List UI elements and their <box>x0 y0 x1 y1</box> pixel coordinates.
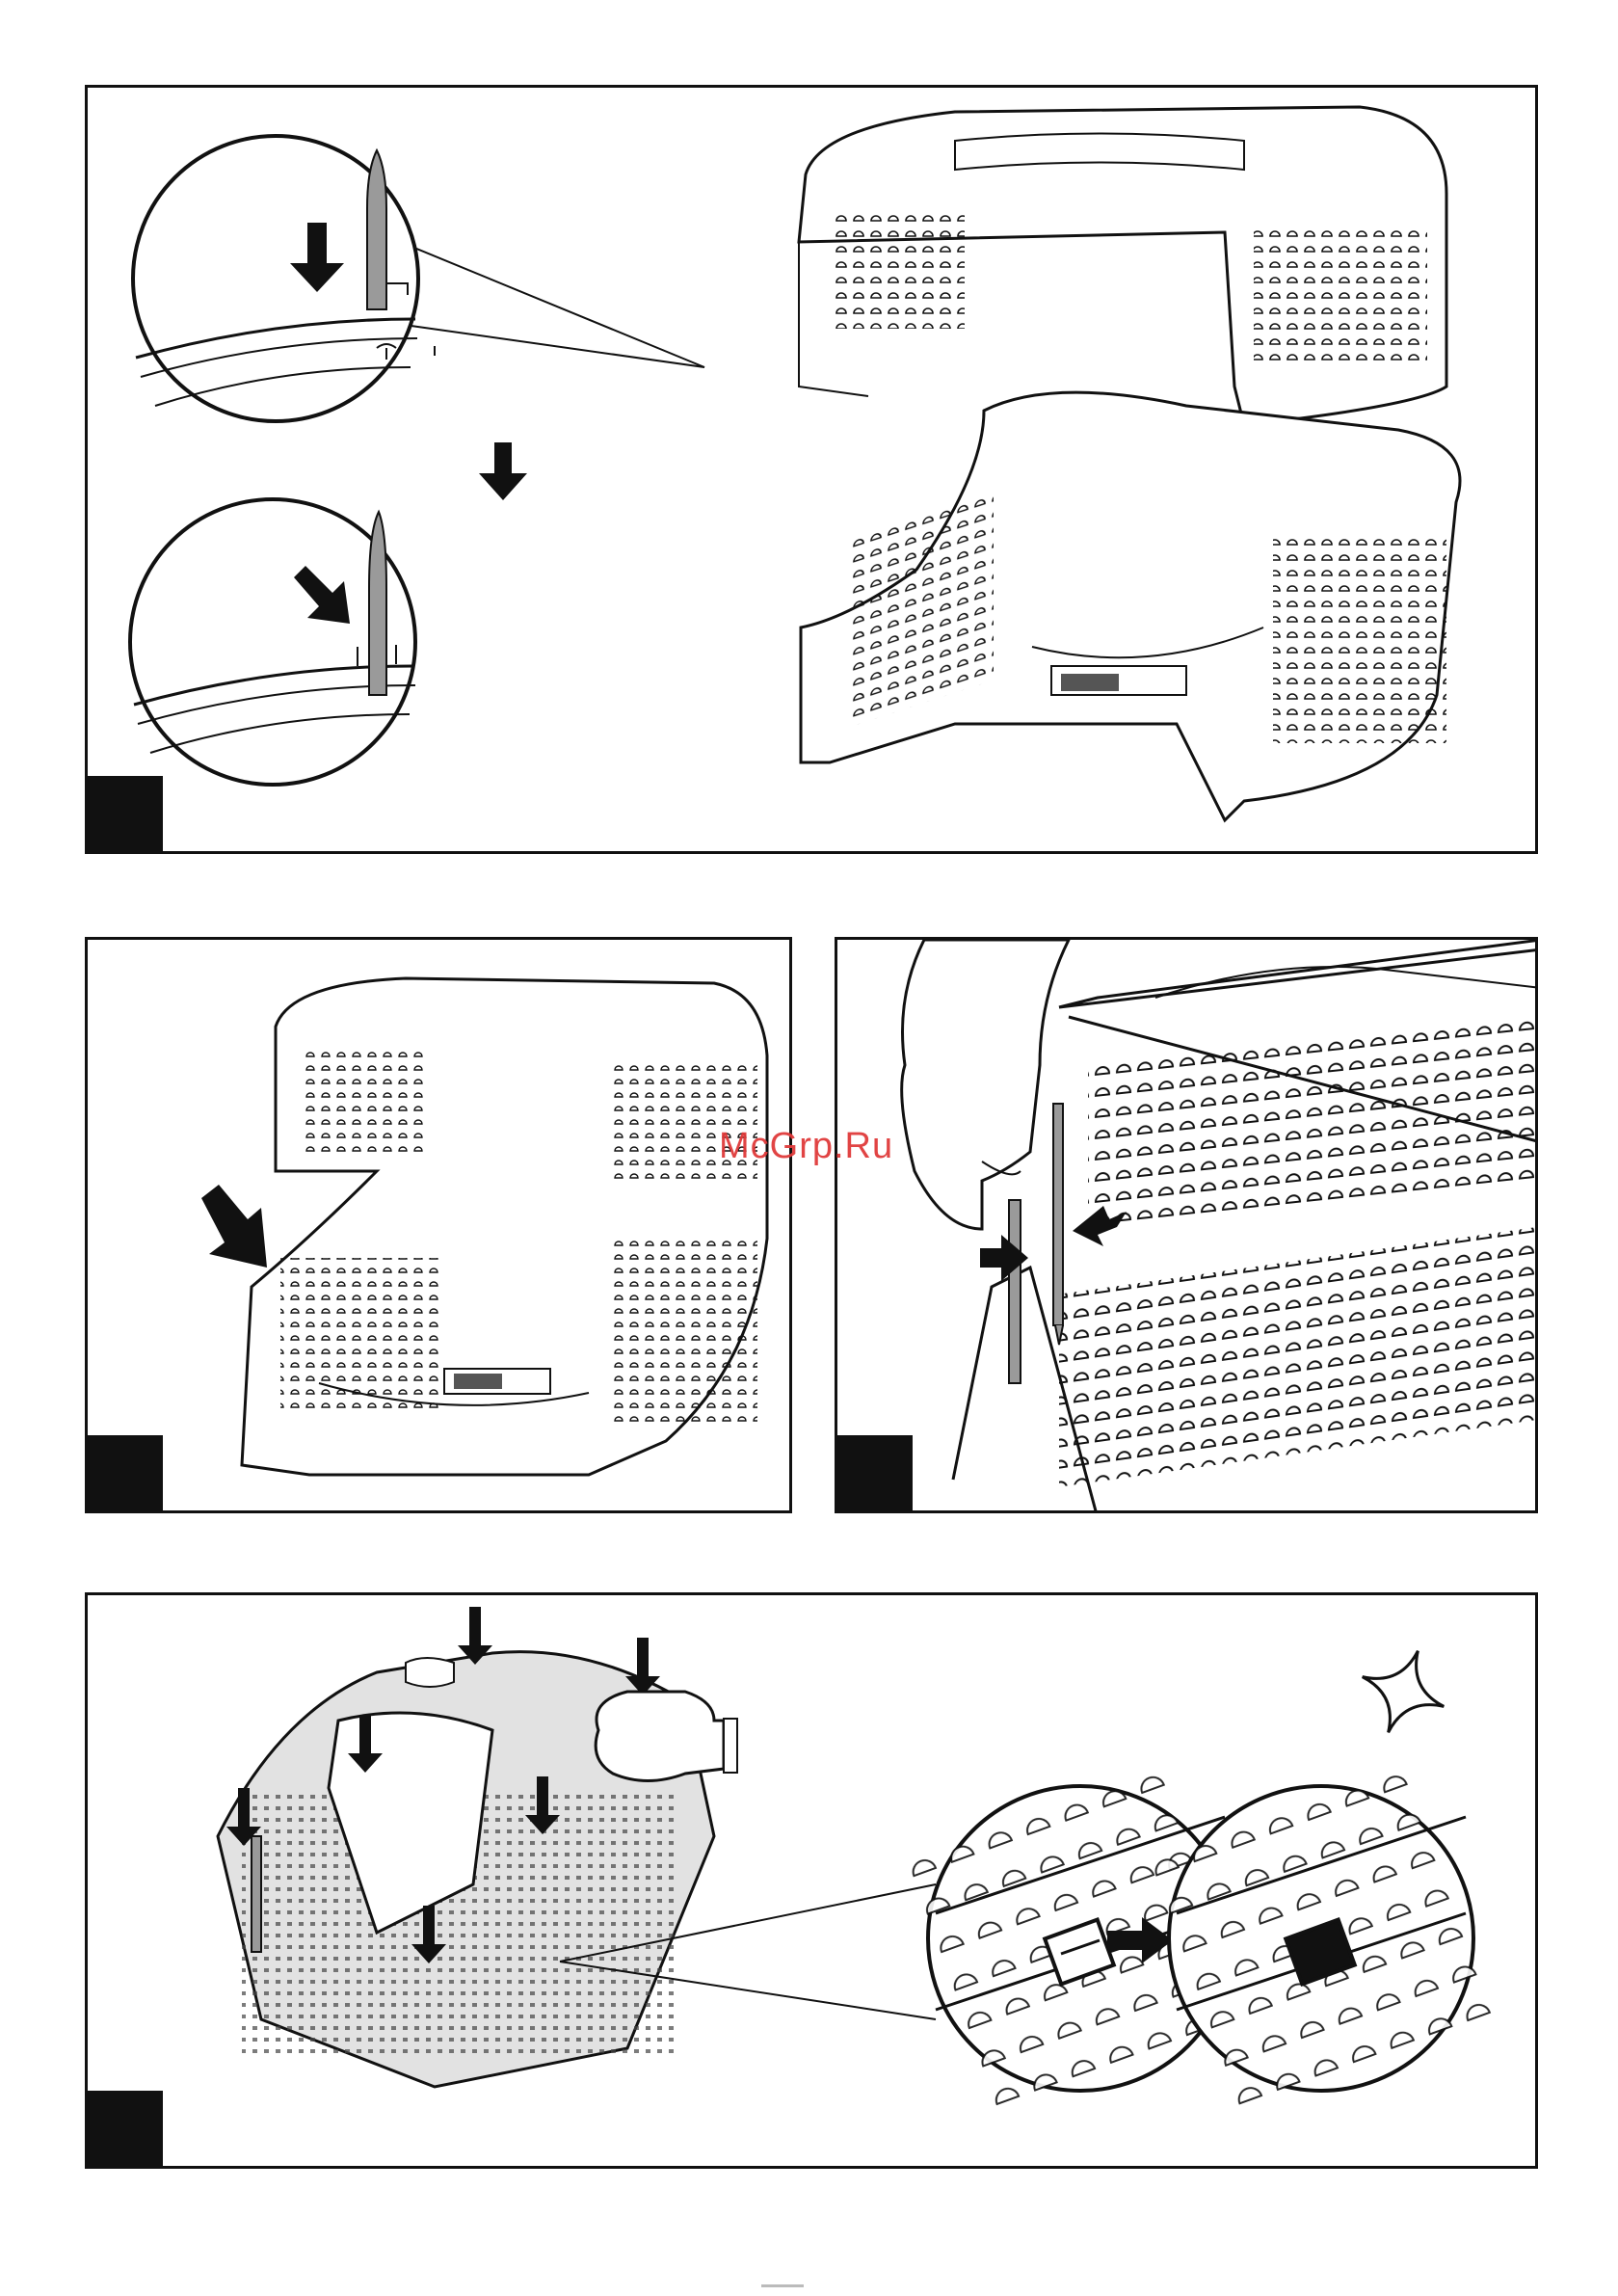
watermark-text: McGrp.Ru <box>719 1126 893 1167</box>
figure-number-block <box>88 776 163 851</box>
figure-number-block <box>88 2091 163 2166</box>
assembly-illustration-2 <box>88 940 792 1513</box>
figure-number-block <box>88 1435 163 1510</box>
catcher-body-drawing <box>801 392 1460 820</box>
fist-icon <box>596 1692 737 1781</box>
illustration-panel-3 <box>835 937 1538 1513</box>
illustration-panel-1 <box>85 85 1538 854</box>
figure-number-block <box>837 1435 913 1510</box>
assembly-illustration-4 <box>88 1595 1538 2169</box>
sparkle-icon <box>1347 1636 1458 1747</box>
magnifier-circle-icon <box>1137 1757 1508 2128</box>
magnifier-circle-icon <box>133 136 435 421</box>
catcher-lid-drawing <box>799 107 1446 425</box>
assembly-illustration-1 <box>88 88 1538 854</box>
footer-mark <box>761 2284 804 2287</box>
hand-icon <box>902 940 1069 1229</box>
assembly-illustration-3 <box>837 940 1538 1513</box>
illustration-panel-4 <box>85 1592 1538 2169</box>
illustration-panel-2 <box>85 937 792 1513</box>
arrow-down-icon <box>479 442 527 500</box>
arrow-diagonal-icon <box>201 1185 267 1268</box>
